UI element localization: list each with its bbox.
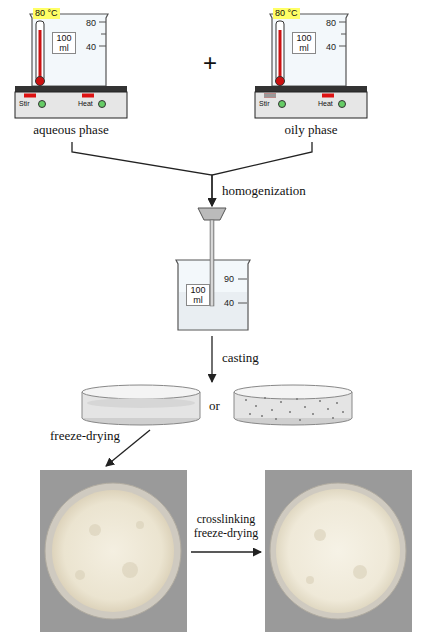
scale-mark: 40 [224,298,234,308]
petri-dish [82,392,83,418]
step-label: casting [222,350,259,365]
particle [289,411,291,413]
process-arrow [211,336,212,382]
phase-caption: oily phase [250,122,372,137]
control-knob [39,101,46,108]
volume-mark: 100 ml [292,32,316,54]
sample-photo [265,470,412,632]
petri-dish [234,392,235,418]
indicator-light [24,94,36,98]
homogenizer-beaker: 90 100 ml 40 [164,206,260,334]
hotplate-top [15,86,127,92]
particle [327,408,329,410]
scale-mark: 40 [326,42,336,52]
particle [261,415,263,417]
particle [332,417,334,419]
flow-connector [72,142,212,206]
texture-spot [136,521,144,529]
plus-sign: + [203,50,217,76]
indicator-light [264,94,276,98]
scale-mark: 90 [224,274,234,284]
photo-scaffold [276,489,400,613]
homogenizer-probe [210,220,214,306]
sample-photo [40,470,187,632]
control-label: Heat [318,100,333,108]
particle [336,402,338,404]
volume-mark: 100 ml [186,284,210,306]
particle [319,400,321,402]
scale-mark: 40 [86,42,96,52]
scale-mark: 80 [86,18,96,28]
step-label: homogenization [221,183,307,198]
hotplate-beaker [15,14,127,118]
thermometer-column [39,30,42,80]
phase-caption: aqueous phase [10,122,132,137]
photo-dish [270,483,406,619]
particle [249,413,251,415]
texture-spot [122,562,138,578]
petri-dish [234,385,352,399]
petri-dish [352,392,353,418]
temperature-label: 80 °C [273,8,300,19]
hotplate-setup: 80 °C 80 100 ml 40Stir Heat oily phase [250,2,374,142]
photo-dish [45,483,181,619]
temperature-label: 80 °C [33,8,60,19]
texture-spot [353,565,367,579]
homogenizer-head [198,208,226,220]
scale-mark: 80 [326,18,336,28]
control-label: Heat [78,100,93,108]
texture-spot [306,576,314,584]
alternative-word: or [209,398,220,413]
texture-spot [89,524,101,536]
beaker-glass [30,14,108,86]
petri-dish [82,385,200,399]
hotplate-body [15,92,127,118]
texture-spot [314,529,326,541]
scale-tick [99,22,106,23]
petri-dish [200,392,201,418]
particle [255,405,257,407]
scale-tick [238,279,247,280]
particle [271,409,273,411]
particles [245,397,344,421]
particle [264,397,266,399]
control-knob [99,101,106,108]
particle [296,398,298,400]
scale-tick [101,34,106,35]
thermometer-bulb [36,77,45,86]
step-label: freeze-drying [50,428,120,443]
cast-film [87,398,195,408]
process-arrow [191,551,261,552]
volume-mark: 100 ml [52,32,76,54]
particle [304,406,306,408]
step-label: crosslinking freeze-drying [188,512,264,540]
control-label: Stir [259,100,270,108]
particle [299,419,301,421]
texture-spot [75,570,85,580]
hotplate-beaker [255,14,367,118]
particle [245,399,247,401]
control-label: Stir [19,100,30,108]
indicator-light [82,94,94,98]
hotplate-setup: 80 °C 80 100 ml 40Stir Heat aqueous phase [10,2,134,142]
particle [275,418,277,420]
flow-connector [212,142,312,206]
scale-tick [99,46,106,47]
scale-tick [238,303,247,304]
particle [342,411,344,413]
particle [312,413,314,415]
thermometer [36,21,44,81]
photo-scaffold [52,490,174,612]
particle [280,401,282,403]
